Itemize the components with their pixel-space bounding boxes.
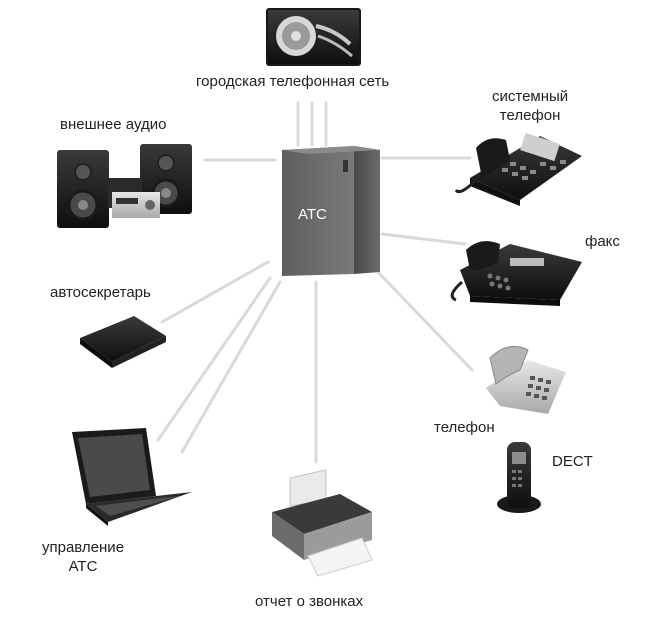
system-phone-label-line2: телефон [499,107,561,124]
dect-label: DECT [552,453,593,470]
city-network-label: городская телефонная сеть [196,73,390,90]
phone-label: телефон [434,419,495,436]
telephone-network-icon [266,8,361,66]
pbx-hub [282,146,380,276]
printer-icon [272,469,373,577]
connector-fax [380,232,467,246]
stereo-system-icon [57,144,192,228]
call-report-label: отчет о звонках [255,593,364,610]
connector-management-2 [180,280,282,454]
laptop-icon [72,428,192,526]
answering-machine-icon [80,316,166,368]
external-audio-label: внешнее аудио [60,116,167,133]
system-phone-label-line1: системный [492,88,569,105]
desk-phone-icon [486,345,566,414]
system-phone-label: системный телефон [492,87,568,125]
system-phone-icon [454,132,582,206]
dect-handset-icon [497,442,541,513]
hub-label: АТС [298,206,327,223]
connector-management-1 [156,276,272,442]
connector-lines [156,101,474,464]
fax-label: факс [585,233,620,250]
pbx-management-label: управление АТС [42,538,124,576]
answering-machine-label: автосекретарь [50,284,151,301]
connector-phone [376,270,474,372]
pbx-management-label-line1: управление [42,539,125,556]
connector-answering [160,260,270,324]
pbx-management-label-line2: АТС [68,558,98,575]
fax-machine-icon [450,241,582,306]
